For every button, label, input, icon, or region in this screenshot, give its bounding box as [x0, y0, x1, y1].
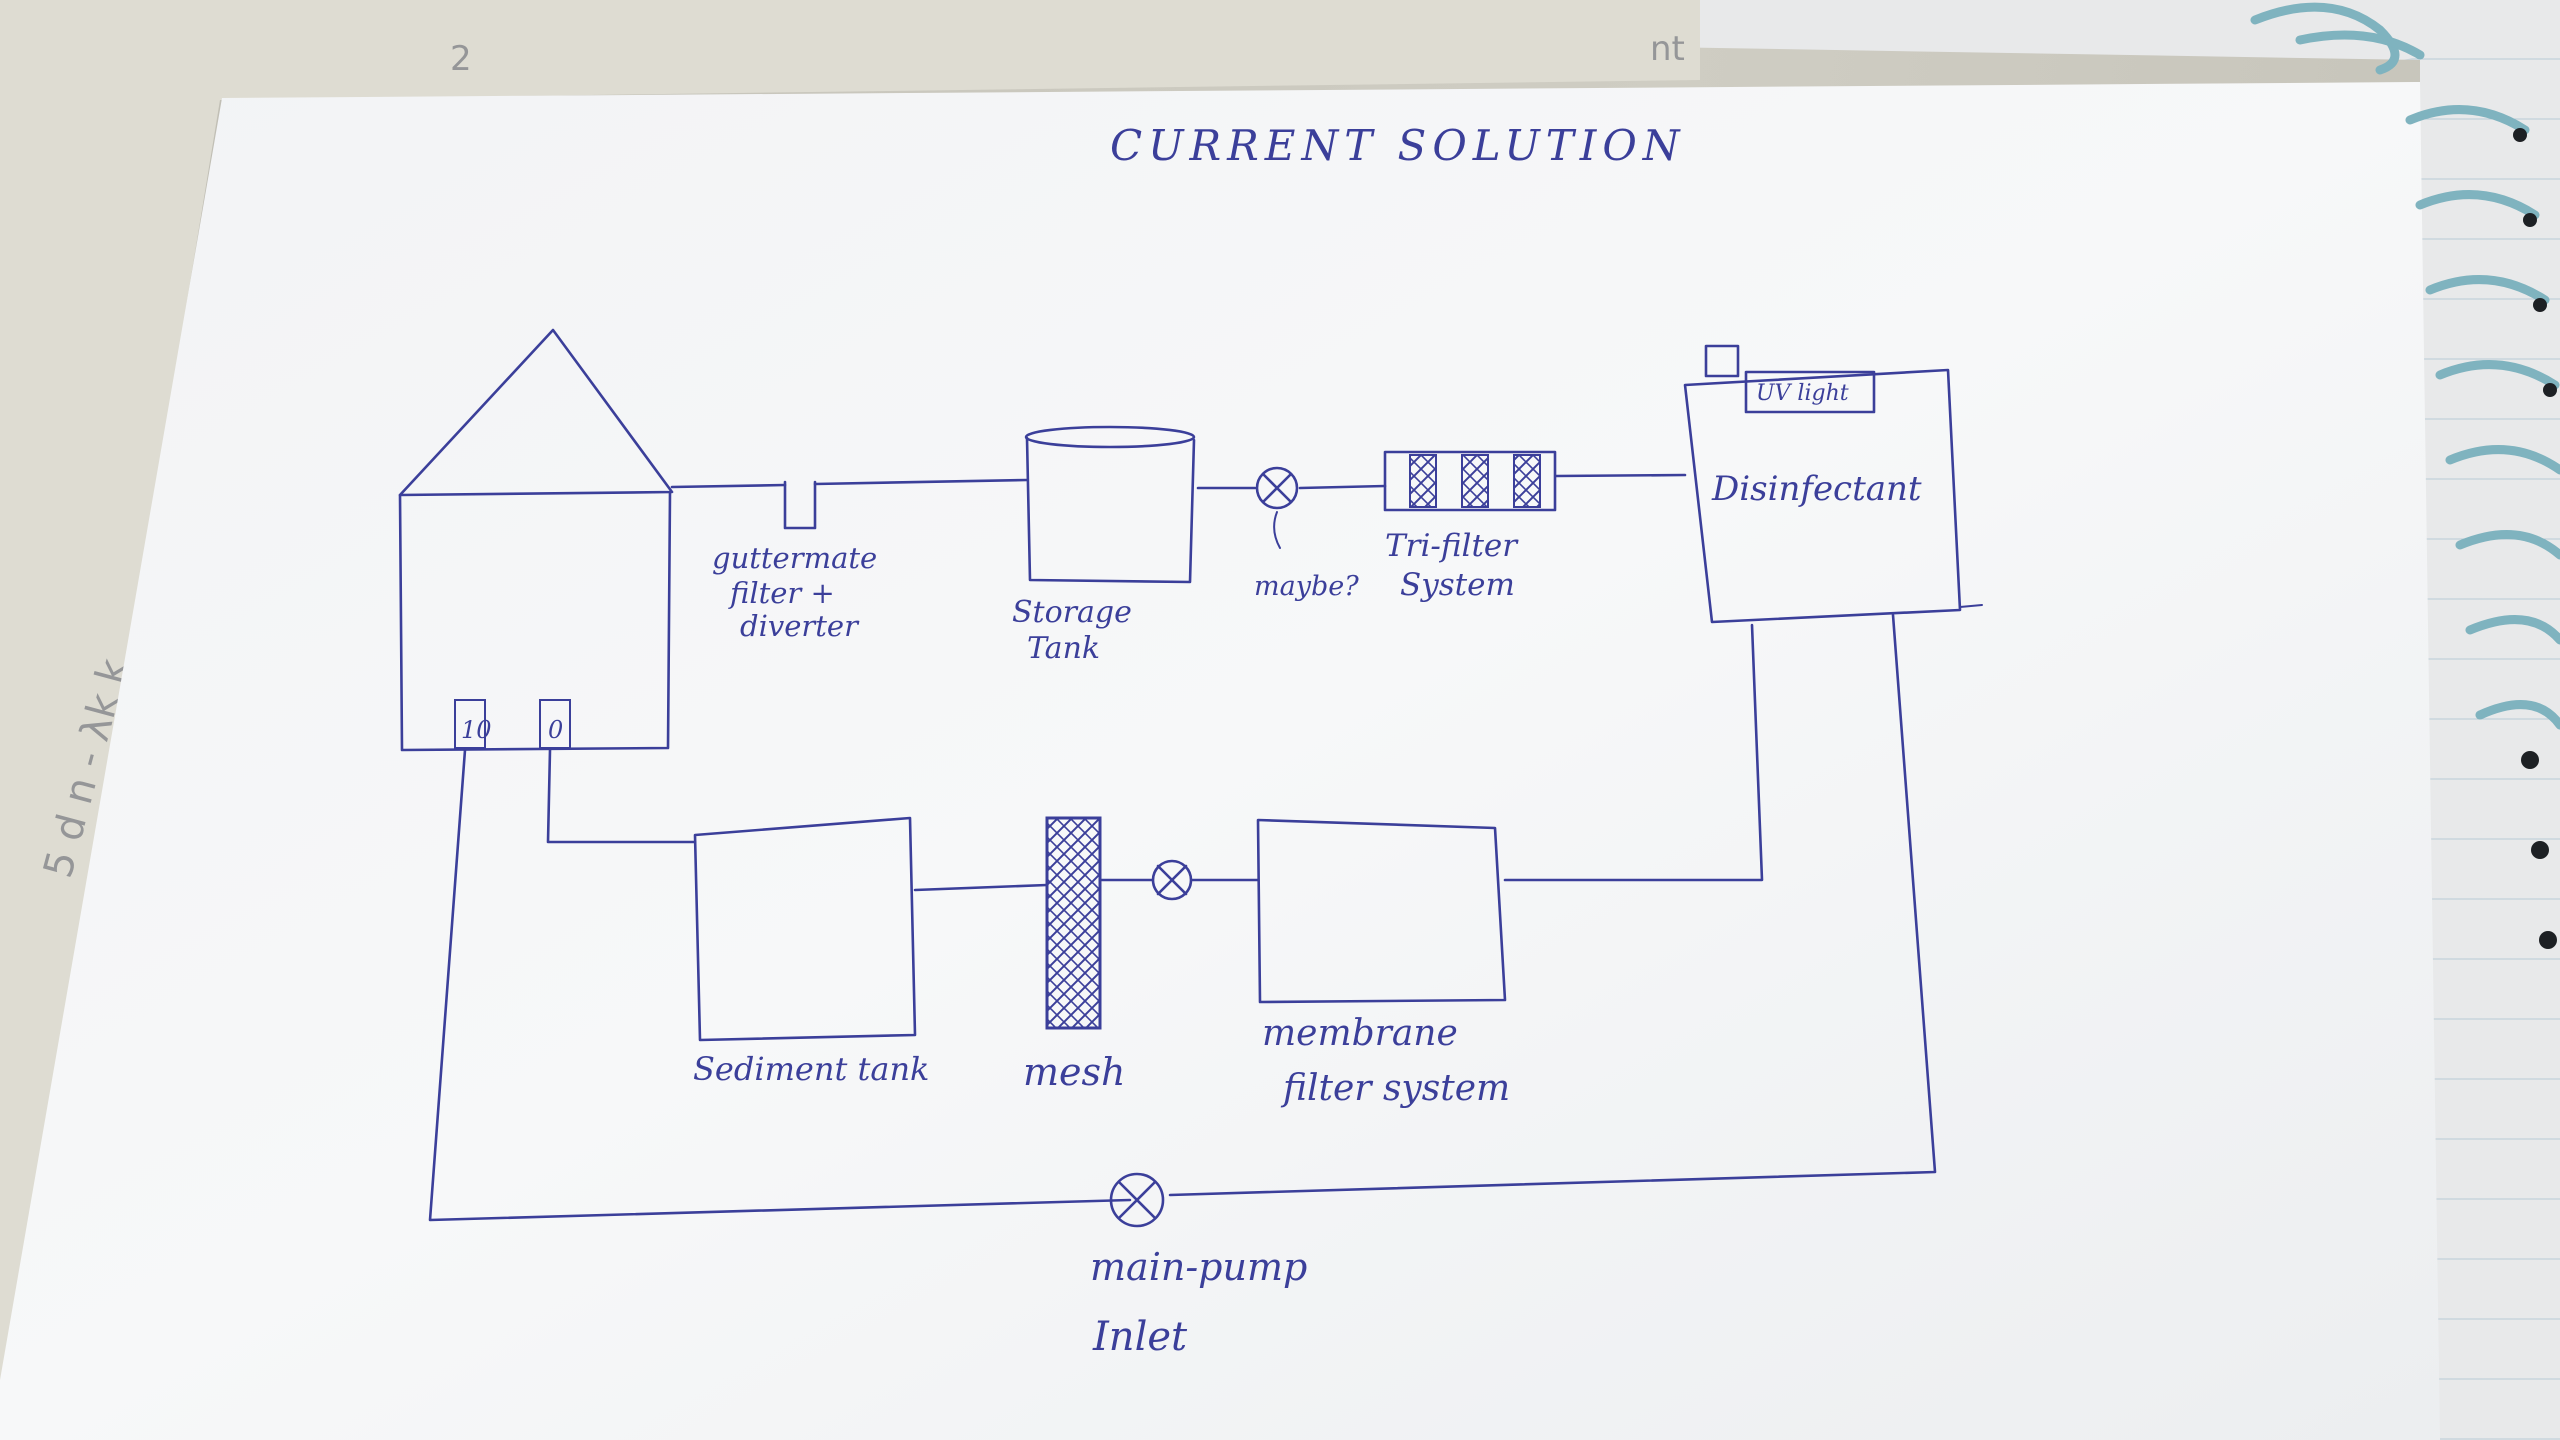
uv-light-label: UV light: [1756, 381, 1849, 406]
drawing-paper: [0, 82, 2440, 1440]
gutter-line-2: filter +: [728, 576, 835, 610]
tri-filter-label-1: Tri-filter: [1385, 528, 1519, 564]
optional-valve: maybe?: [1254, 466, 1359, 602]
house: 10 0: [398, 328, 674, 752]
diagram-title: CURRENT SOLUTION: [1110, 121, 1686, 170]
top-pipeline: [670, 473, 1687, 530]
tri-filter: Tri-filter System: [1383, 450, 1557, 603]
disinfectant-cap: [1704, 344, 1740, 378]
mesh-filter: mesh: [1023, 816, 1126, 1094]
sediment-tank: Sediment tank: [693, 816, 929, 1088]
main-pump-label: main-pump: [1090, 1245, 1307, 1289]
house-outlet-1: [454, 699, 486, 749]
gutter-filter-icon: [783, 480, 817, 530]
return-pipes: [428, 613, 1937, 1222]
house-outlet-2: [539, 699, 571, 749]
bottom-pipeline: [913, 878, 1260, 892]
disinfectant-unit: UV light Disinfectant: [1683, 344, 1983, 624]
svg-text:0: 0: [548, 716, 563, 744]
membrane-filter: membrane filter system: [1256, 818, 1510, 1109]
sediment-tank-label: Sediment tank: [693, 1050, 929, 1088]
faint-mark-2: nt: [1650, 29, 1685, 69]
spiral-binding: [2250, 2, 2560, 949]
mesh-label: mesh: [1023, 1050, 1126, 1094]
mid-valve: [1151, 859, 1193, 901]
membrane-label-2: filter system: [1280, 1068, 1510, 1109]
svg-text:10: 10: [461, 716, 492, 744]
faint-mark-1: 2: [450, 39, 472, 79]
uv-light-box: [1744, 370, 1876, 414]
main-pump: main-pump Inlet: [1090, 1172, 1307, 1360]
gutter-label: guttermate filter + diverter: [712, 541, 877, 643]
gutter-line-1: guttermate: [712, 541, 877, 575]
disinfectant-label: Disinfectant: [1711, 469, 1922, 509]
membrane-label-1: membrane: [1262, 1013, 1458, 1054]
storage-tank: Storage Tank: [1012, 425, 1196, 666]
storage-tank-label-2: Tank: [1027, 631, 1100, 666]
gutter-line-3: diverter: [740, 609, 860, 643]
tri-filter-label-2: System: [1400, 567, 1515, 603]
maybe-label: maybe?: [1254, 571, 1359, 602]
inlet-label: Inlet: [1092, 1314, 1188, 1360]
storage-tank-label-1: Storage: [1012, 595, 1132, 630]
